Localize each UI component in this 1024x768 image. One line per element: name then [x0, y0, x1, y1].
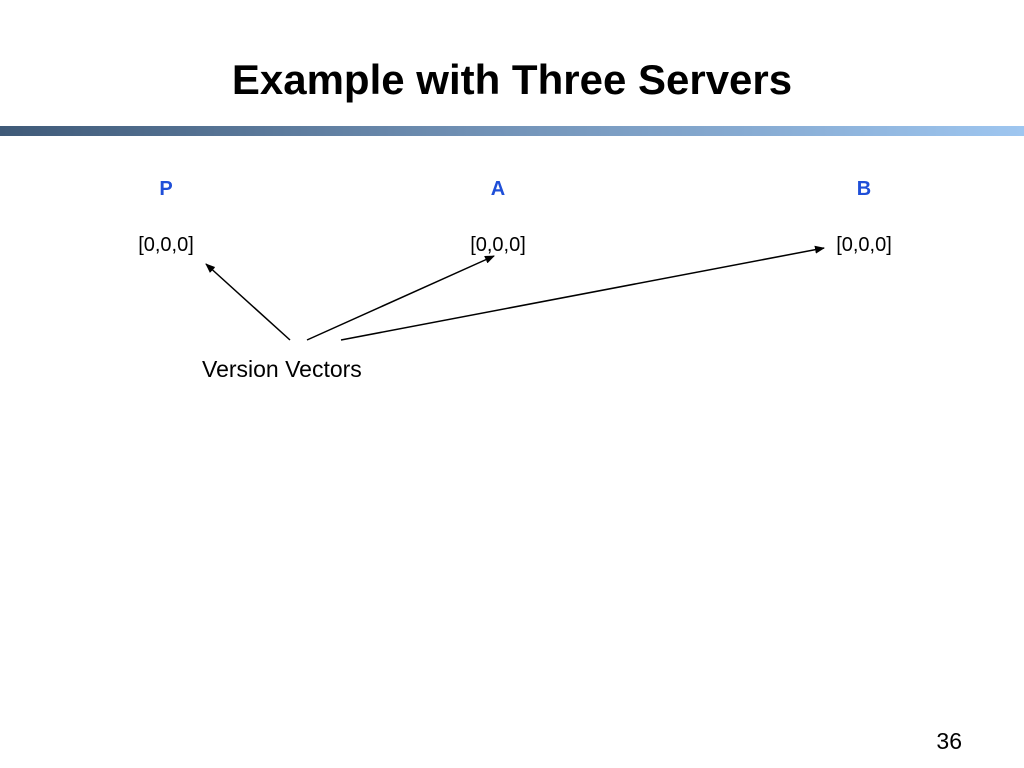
- page-number: 36: [936, 728, 962, 754]
- version-vector-p: [0,0,0]: [138, 234, 194, 256]
- version-vector-a: [0,0,0]: [470, 234, 526, 256]
- arrow-to-p: [205, 263, 291, 341]
- server-label-p: P: [159, 178, 173, 200]
- arrow-to-b: [340, 245, 825, 341]
- server-label-b: B: [856, 178, 872, 200]
- version-vector-b: [0,0,0]: [836, 234, 892, 256]
- slide-title: Example with Three Servers: [231, 56, 793, 103]
- arrow-to-a: [306, 255, 495, 341]
- server-label-a: A: [490, 178, 506, 200]
- title-divider-bar: [0, 126, 1024, 136]
- version-vectors-caption: Version Vectors: [202, 356, 362, 382]
